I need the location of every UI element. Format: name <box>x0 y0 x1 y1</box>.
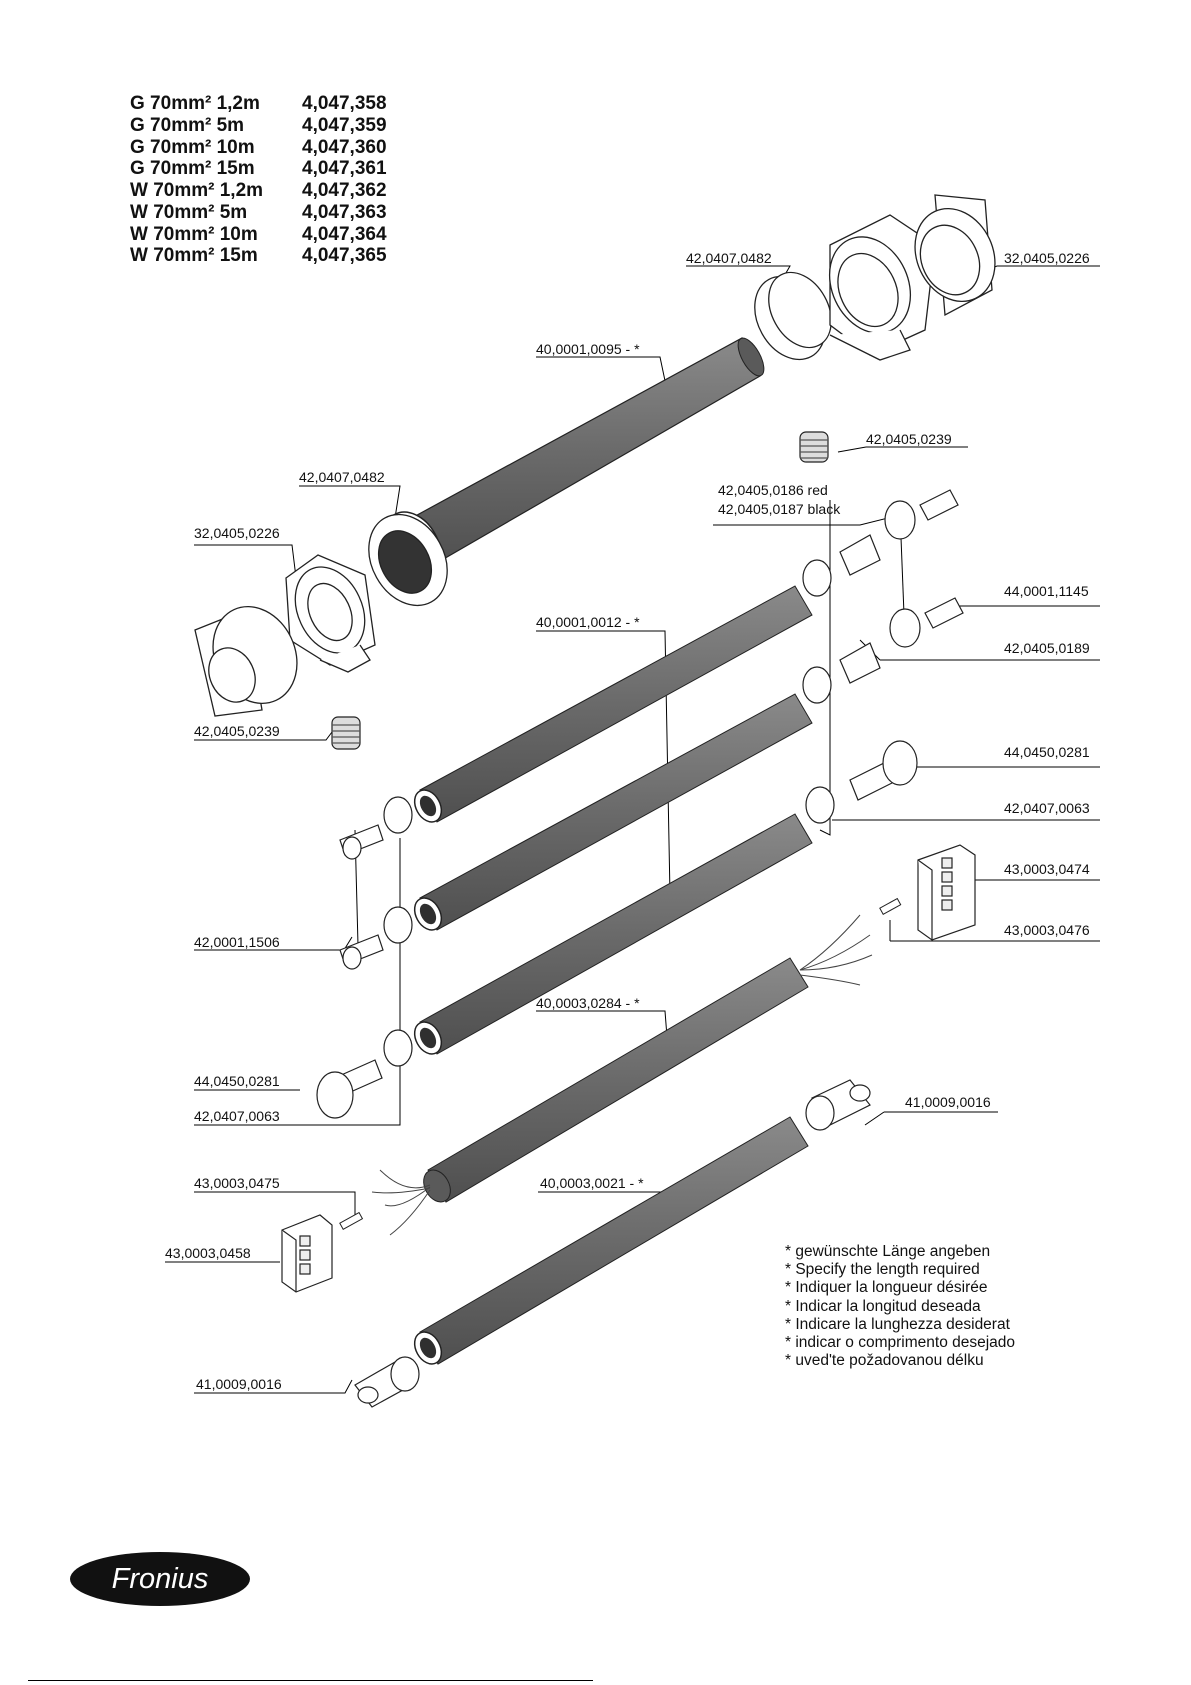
label-water-hose: 40,0001,0012 - * <box>536 614 640 630</box>
variant-table: G 70mm² 1,2m 4,047,358 G 70mm² 5m 4,047,… <box>130 93 387 267</box>
cable-lug-left <box>354 1356 420 1408</box>
variant-row: G 70mm² 15m 4,047,361 <box>130 158 387 180</box>
label-pin-right: 43,0003,0476 <box>1004 922 1090 938</box>
label-clamp-top: 42,0407,0482 <box>686 250 772 266</box>
variant-part-number: 4,047,365 <box>302 245 387 267</box>
variant-name: W 70mm² 5m <box>130 201 248 223</box>
label-plug-top: 42,0405,0239 <box>866 431 952 447</box>
variant-name: W 70mm² 1,2m <box>130 180 264 202</box>
variant-part-number: 4,047,361 <box>302 158 387 180</box>
variant-part-number: 4,047,363 <box>302 201 387 223</box>
label-pin-left: 43,0003,0475 <box>194 1175 280 1191</box>
power-cable <box>413 1116 809 1365</box>
variant-name: G 70mm² 15m <box>130 158 255 180</box>
label-quick-coupling-right: 44,0450,0281 <box>1004 744 1090 760</box>
note-line: * indicar o comprimento desejado <box>785 1334 1016 1352</box>
variant-row: W 70mm² 10m 4,047,364 <box>130 224 387 246</box>
label-nut-black: 42,0405,0187 black <box>718 501 841 517</box>
label-clamp-left: 42,0407,0482 <box>299 469 385 485</box>
length-notes: * gewünschte Länge angeben * Specify the… <box>785 1243 1015 1370</box>
note-line: * Indicare la lunghezza desiderat <box>785 1315 1010 1333</box>
label-power-cable: 40,0003,0021 - * <box>540 1175 644 1191</box>
variant-part-number: 4,047,360 <box>302 136 387 158</box>
coupling-left <box>194 554 376 717</box>
label-coupling-top: 32,0405,0226 <box>1004 250 1090 266</box>
note-line: * uved'te požadovanou délku <box>785 1352 984 1370</box>
variant-row: G 70mm² 10m 4,047,360 <box>130 137 387 159</box>
variant-row: W 70mm² 1,2m 4,047,362 <box>130 180 387 202</box>
label-coupling-left: 32,0405,0226 <box>194 525 280 541</box>
label-housing-right: 43,0003,0474 <box>1004 861 1090 877</box>
label-hose-clip-left: 42,0407,0063 <box>194 1108 280 1124</box>
water-hose-2 <box>413 693 813 931</box>
variant-part-number: 4,047,362 <box>302 180 387 202</box>
label-housing-left: 43,0003,0458 <box>165 1245 251 1261</box>
variant-name: W 70mm² 10m <box>130 223 258 245</box>
fronius-logo: Fronius <box>70 1552 250 1606</box>
variant-row: W 70mm² 5m 4,047,363 <box>130 202 387 224</box>
label-hose-clip-right: 42,0407,0063 <box>1004 800 1090 816</box>
label-quick-coupling-left: 44,0450,0281 <box>194 1073 280 1089</box>
label-cable-lug-left: 41,0009,0016 <box>196 1376 282 1392</box>
housing-left <box>281 1214 333 1293</box>
cable-lug-right <box>805 1079 871 1131</box>
variant-row: G 70mm² 1,2m 4,047,358 <box>130 93 387 115</box>
label-plug-left: 42,0405,0239 <box>194 723 280 739</box>
variant-row: G 70mm² 5m 4,047,359 <box>130 115 387 137</box>
water-hose-1 <box>413 585 813 823</box>
label-connector-right: 42,0405,0189 <box>1004 640 1090 656</box>
right-fittings <box>802 489 964 824</box>
variant-row: W 70mm² 15m 4,047,365 <box>130 245 387 268</box>
logo-text: Fronius <box>112 1563 209 1595</box>
note-line: * Specify the length required <box>785 1261 980 1279</box>
variant-name: G 70mm² 10m <box>130 136 255 158</box>
left-fittings <box>316 796 413 1119</box>
clamp-ring-top <box>754 271 832 361</box>
note-line: * Indicar la longitud deseada <box>785 1297 981 1315</box>
label-cable-lug-right: 41,0009,0016 <box>905 1094 991 1110</box>
plug-top <box>799 431 829 463</box>
pin-left <box>339 1211 364 1231</box>
variant-part-number: 4,047,358 <box>302 92 387 114</box>
pin-right <box>879 897 902 916</box>
coupling-top <box>828 194 996 361</box>
plug-left <box>331 716 361 750</box>
note-line: * gewünschte Länge angeben <box>785 1243 991 1260</box>
control-cable <box>371 914 873 1236</box>
water-hose-3 <box>413 813 813 1055</box>
variant-name: G 70mm² 5m <box>130 114 245 136</box>
label-nipple-left: 42,0001,1506 <box>194 934 280 950</box>
variant-name: W 70mm² 15m <box>130 245 258 267</box>
housing-right <box>917 844 976 941</box>
label-nipple-right: 44,0001,1145 <box>1004 583 1089 599</box>
label-nut-red: 42,0405,0186 red <box>718 482 828 498</box>
footer-rule <box>28 1680 593 1681</box>
note-line: * Indiquer la longueur désirée <box>785 1279 988 1297</box>
variant-part-number: 4,047,364 <box>302 223 387 245</box>
variant-part-number: 4,047,359 <box>302 114 387 136</box>
variant-name: G 70mm² 1,2m <box>130 92 260 114</box>
label-control-cable: 40,0003,0284 - * <box>536 995 640 1011</box>
label-hose-main: 40,0001,0095 - * <box>536 341 640 357</box>
clamp-ring-left <box>368 513 448 607</box>
